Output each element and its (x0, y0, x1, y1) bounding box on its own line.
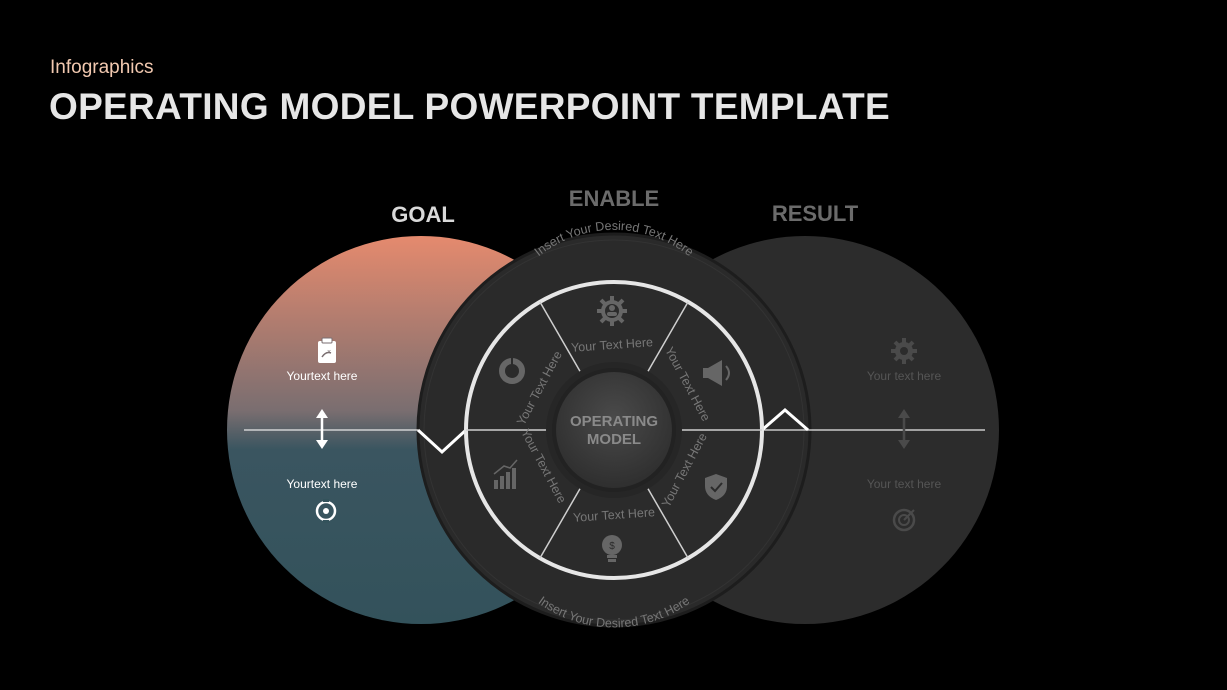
up-down-arrow-icon (316, 409, 328, 449)
gear-icon (891, 338, 917, 364)
lightbulb-dollar-icon: $ (602, 535, 622, 562)
result-heading: RESULT (772, 201, 859, 226)
goal-top-text: Yourtext here (287, 369, 358, 383)
result-bottom-text: Your text here (867, 477, 942, 491)
shield-check-icon (705, 474, 727, 500)
goal-bottom-text: Yourtext here (287, 477, 358, 491)
clipboard-strategy-icon: × (318, 337, 336, 363)
segment-label-bottom: Your Text Here (573, 505, 656, 525)
center-circle (552, 368, 676, 492)
result-notch (761, 408, 809, 432)
svg-text:$: $ (609, 541, 615, 552)
goal-heading: GOAL (391, 202, 455, 227)
segment-dividers (466, 301, 762, 559)
megaphone-icon (703, 360, 730, 386)
up-down-arrow-icon (898, 409, 910, 449)
center-label-line2: MODEL (587, 431, 641, 448)
circular-arrows-icon (315, 499, 337, 523)
gear-person-icon (597, 296, 627, 326)
goal-notch (416, 428, 468, 455)
segment-label-top: Your Text Here (571, 335, 654, 355)
enable-heading: ENABLE (569, 186, 659, 211)
svg-text:×: × (327, 349, 331, 356)
center-label-line1: OPERATING (570, 413, 658, 430)
subtitle: Infographics (50, 57, 154, 78)
page-title: OPERATING MODEL POWERPOINT TEMPLATE (49, 86, 890, 127)
donut-chart-icon (499, 358, 525, 384)
result-top-text: Your text here (867, 369, 942, 383)
bar-chart-icon (493, 459, 518, 489)
target-icon (892, 508, 916, 532)
